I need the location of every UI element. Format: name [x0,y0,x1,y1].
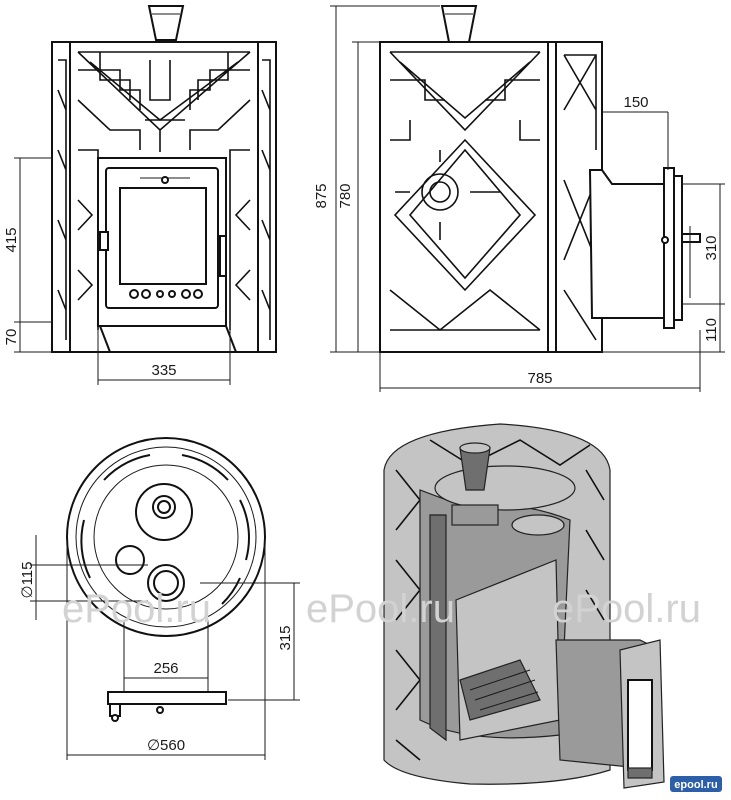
grate-cutaway [459,659,541,721]
dim-label-150: 150 [623,94,648,111]
watermark-1: ePool.ru [62,587,211,631]
chimney-pipe-front [147,5,185,41]
door-glass [119,187,207,285]
door-glass-cutaway [627,679,653,771]
water-tank-cutaway [511,514,565,536]
dim-label-315: 315 [277,625,294,650]
dim-label-d560: ∅560 [147,737,185,754]
dim-label-110: 110 [703,318,720,342]
top-slots [80,454,250,605]
top-dimensions: ∅115 315 256 ∅560 [19,535,300,760]
door-handle [99,231,109,251]
tunnel-flange [663,167,675,329]
cutaway-view [383,423,665,789]
chimney-pipe-side [440,5,478,43]
dim-label-875: 875 [313,183,330,208]
side-dimensions: 875 780 150 310 110 785 [313,5,725,392]
dim-label-780: 780 [337,183,354,208]
dim-label-256: 256 [153,660,178,677]
door-vents [129,289,203,299]
epool-logo [670,776,722,792]
front-dimensions: 415 70 335 [3,157,231,385]
decorative-grille-front [57,51,271,340]
tunnel-handle [681,233,701,243]
dim-label-310: 310 [703,235,720,260]
tunnel-top [107,691,227,705]
water-outlet-top [115,545,145,575]
watermark-2: ePool.ru [306,587,455,631]
stove-body-side [379,41,603,353]
watermark-3: ePool.ru [552,587,701,631]
dim-label-d115: ∅115 [19,562,36,599]
dim-label-415: 415 [3,227,20,252]
chimney-pipe-cutaway [459,447,491,491]
dim-label-335: 335 [151,362,176,379]
tunnel-side [588,169,665,319]
side-view: 875 780 150 310 110 785 [313,5,725,392]
ash-pan-front [98,325,238,353]
front-view: 415 70 335 [3,5,277,385]
top-view: ∅115 315 256 ∅560 [19,437,300,760]
dim-label-785: 785 [527,370,552,387]
decorative-grille-side [389,51,597,341]
dim-label-70: 70 [3,329,20,346]
epool-logo-text: epool.ru [674,779,717,791]
